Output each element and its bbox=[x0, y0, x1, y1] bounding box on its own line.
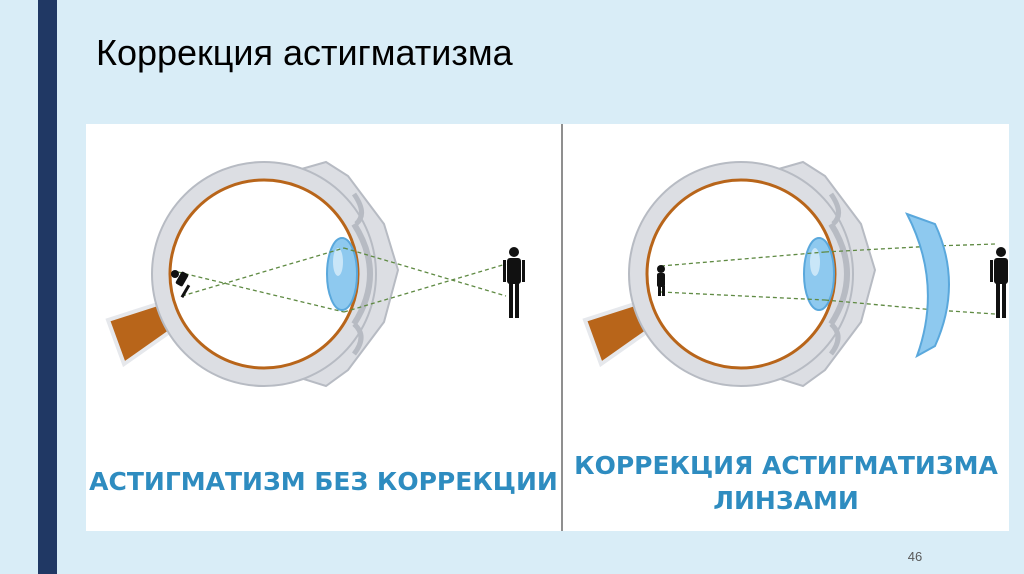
eye-diagram-corrected bbox=[582, 160, 1008, 388]
accent-bar bbox=[38, 0, 57, 574]
caption-uncorrected: АСТИГМАТИЗМ БЕЗ КОРРЕКЦИИ bbox=[86, 464, 561, 499]
panel-divider bbox=[561, 124, 563, 531]
page-number: 46 bbox=[907, 549, 923, 564]
slide-title: Коррекция астигматизма bbox=[96, 32, 513, 73]
light-rays bbox=[177, 247, 507, 313]
inverted-image bbox=[171, 270, 191, 299]
eyeball bbox=[151, 160, 400, 388]
person-figure bbox=[503, 247, 525, 318]
person-figure bbox=[990, 247, 1008, 318]
eye-diagram-uncorrected bbox=[105, 160, 525, 388]
caption-line: АСТИГМАТИЗМ БЕЗ КОРРЕКЦИИ bbox=[89, 467, 558, 496]
eye-lens bbox=[326, 237, 358, 311]
eyeball bbox=[628, 160, 877, 388]
caption-line: КОРРЕКЦИЯ АСТИГМАТИЗМА bbox=[574, 451, 998, 480]
corrective-lens bbox=[904, 212, 950, 359]
caption-line: ЛИНЗАМИ bbox=[713, 486, 859, 515]
caption-corrected: КОРРЕКЦИЯ АСТИГМАТИЗМА ЛИНЗАМИ bbox=[563, 448, 1009, 518]
inverted-image bbox=[657, 265, 665, 296]
eye-lens bbox=[803, 237, 835, 311]
